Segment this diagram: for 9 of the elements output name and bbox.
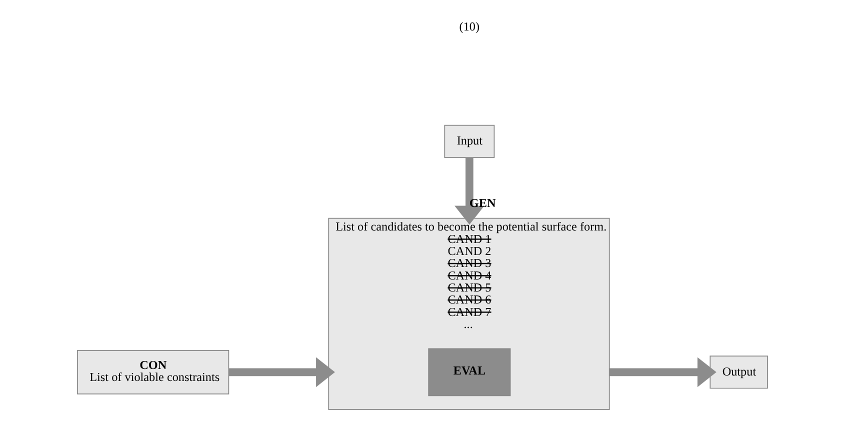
node-box: Input: [444, 124, 494, 158]
arrow: [608, 357, 716, 388]
arrow: [228, 357, 334, 388]
node-box: CON List of violable constraints: [76, 350, 229, 394]
node-box: EVAL: [428, 348, 510, 396]
label: (10): [458, 19, 480, 34]
arrow: [454, 158, 484, 225]
node-box: Output: [709, 356, 768, 389]
edge-label: GEN: [468, 196, 496, 210]
